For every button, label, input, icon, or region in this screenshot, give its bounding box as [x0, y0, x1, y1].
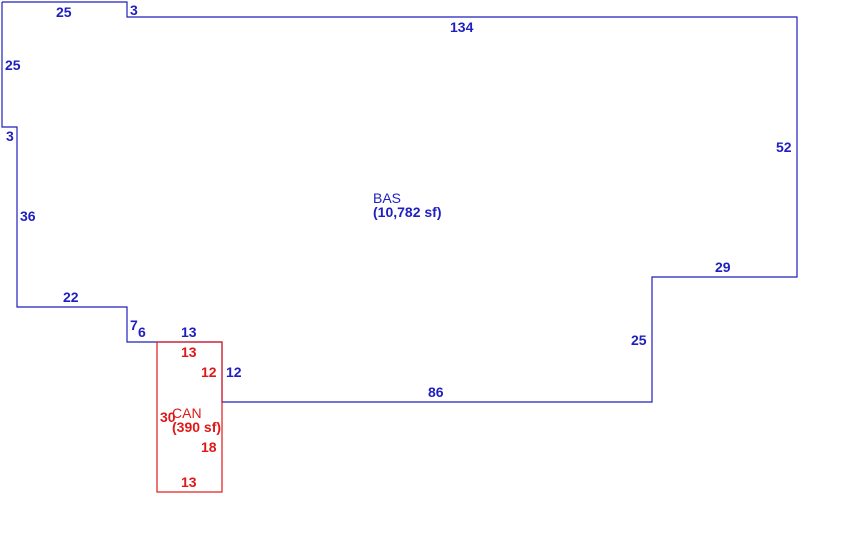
bas-dim-top-step: 3	[130, 2, 138, 18]
can-dim-left: 30	[160, 409, 176, 425]
bas-dim-bottom-left: 22	[63, 289, 79, 305]
can-outline	[156, 341, 223, 493]
bas-dim-top-left: 25	[56, 4, 72, 20]
bas-dim-left-upper: 25	[5, 57, 21, 73]
bas-dim-right: 52	[776, 139, 792, 155]
bas-area-size: (10,782 sf)	[373, 204, 441, 220]
can-dim-right-lower: 18	[201, 439, 217, 455]
can-dim-top: 13	[181, 344, 197, 360]
can-dim-right-upper: 12	[201, 364, 217, 380]
bas-dim-left-lower: 36	[20, 208, 36, 224]
bas-dim-notch-top: 13	[181, 324, 197, 340]
bas-dim-step-6: 6	[138, 324, 146, 340]
can-area-size: (390 sf)	[172, 419, 221, 435]
bas-dim-notch-side: 12	[226, 364, 242, 380]
bas-dim-step-7: 7	[130, 317, 138, 333]
bas-area-code: BAS	[373, 190, 401, 206]
can-area-code: CAN	[172, 405, 202, 421]
bas-dim-bottom: 86	[428, 384, 444, 400]
can-dim-bottom: 13	[181, 474, 197, 490]
bas-dim-right-lower: 25	[631, 332, 647, 348]
bas-dim-right-step: 29	[715, 259, 731, 275]
bas-dim-top: 134	[450, 19, 474, 35]
bas-dim-left-step: 3	[6, 128, 14, 144]
